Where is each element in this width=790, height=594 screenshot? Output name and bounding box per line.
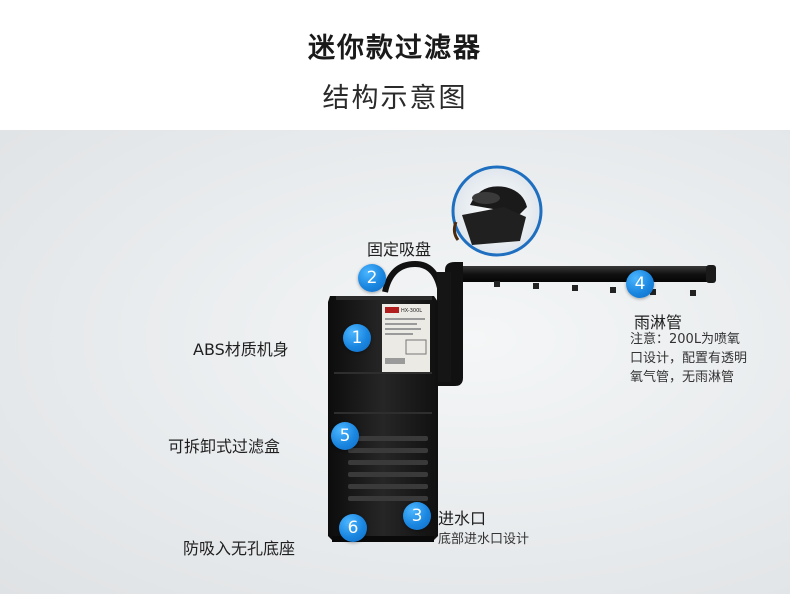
spray-bar-note-3: 氧气管，无雨淋管 — [630, 370, 735, 385]
badge-3: 3 — [403, 502, 431, 530]
badge-5: 5 — [331, 422, 359, 450]
filter-box-label: 可拆卸式过滤盒 — [168, 437, 281, 456]
badge-4: 4 — [626, 270, 654, 298]
badge-2: 2 — [358, 264, 386, 292]
spray-bar-note-2: 口设计，配置有透明 — [630, 351, 748, 366]
page-title: 迷你款过滤器 — [308, 33, 482, 64]
suction-cup-label: 固定吸盘 — [367, 240, 432, 259]
badge-6: 6 — [339, 514, 367, 542]
inlet-label: 进水口 — [438, 509, 487, 528]
base-label: 防吸入无孔底座 — [183, 539, 296, 558]
inlet-note: 底部进水口设计 — [438, 532, 530, 547]
suction-cable — [382, 260, 444, 295]
suction-cup-zoom — [451, 165, 543, 257]
spray-bar-pipe — [452, 265, 716, 296]
page-subtitle: 结构示意图 — [322, 83, 468, 114]
filter-body: HX-300L — [328, 296, 438, 542]
body-material-label: ABS材质机身 — [193, 340, 289, 359]
header: 迷你款过滤器 结构示意图 — [0, 0, 790, 130]
spray-bar-label: 雨淋管 — [634, 313, 683, 332]
spray-bar-note-1: 注意：200L为喷氧 — [630, 332, 741, 347]
device-model-text: HX-300L — [401, 308, 422, 314]
badge-1: 1 — [343, 324, 371, 352]
